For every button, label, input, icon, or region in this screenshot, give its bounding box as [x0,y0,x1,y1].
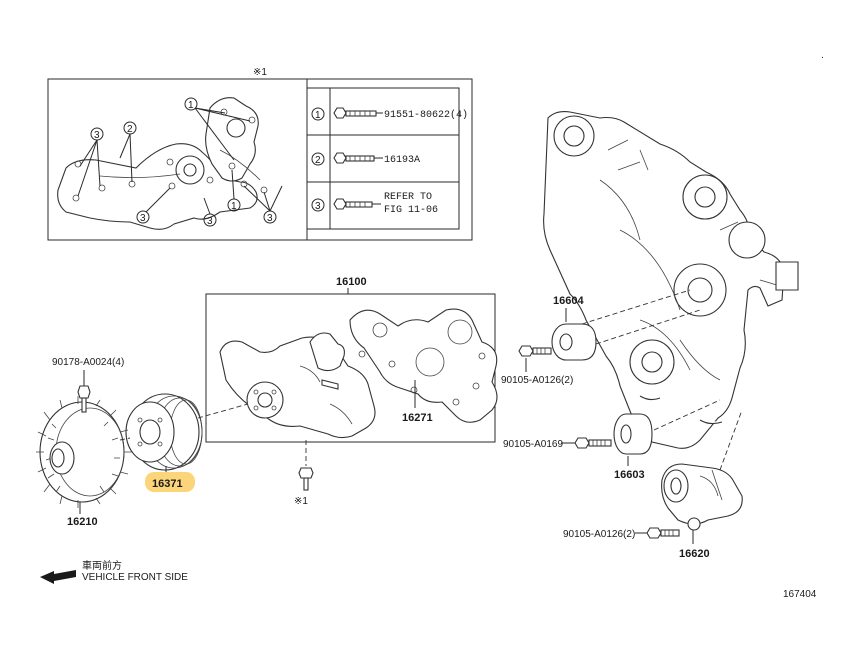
legend-text-3a: REFER TO [384,192,432,203]
fan-pulley-leader [119,437,131,441]
svg-text:3: 3 [140,213,146,224]
svg-text:2: 2 [315,155,321,166]
vehicle-front-indicator: 車両前方 VEHICLE FRONT SIDE [40,559,188,584]
legend-table [306,87,460,230]
pulley-pump-leader [197,403,249,419]
pulley-highlight [145,472,195,492]
inset-marker: ※1 [253,67,267,78]
idler-lower: 16603 [613,399,721,481]
bolt-upper-label: 90105-A0126(2) [501,375,573,386]
front-arrow-icon [40,570,76,584]
pump-bolt-note: ※1 [294,496,308,507]
front-label-en: VEHICLE FRONT SIDE [82,572,188,583]
bolt-lower-label: 90105-A0126(2) [563,529,635,540]
fan-clutch: 16210 [36,396,132,528]
fan-clutch-label: 16210 [67,516,98,528]
tensioner-label: 16620 [679,548,710,560]
kit-16100: 16100 16271 [205,276,498,443]
kit-label: 16100 [336,276,367,288]
legend-text-2: 16193A [384,155,420,166]
bolt-upper: 90105-A0126(2) [501,345,573,386]
svg-text:1: 1 [315,110,321,121]
svg-text:1: 1 [231,201,237,212]
legend-text-1: 91551-80622(4) [384,109,468,121]
svg-text:3: 3 [207,216,213,227]
fan-bolt-label: 90178-A0024(4) [52,357,124,368]
gasket [349,308,498,423]
idler-lower-label: 16603 [614,469,645,481]
legend-row-3: 3 REFER TO FIG 11-06 [311,192,438,216]
fan-bolt: 90178-A0024(4) [52,357,124,413]
pulley: 16371 [125,393,203,492]
svg-text:.: . [821,50,824,61]
bolt-mid-label: 90105-A0169 [503,439,563,450]
pulley-label: 16371 [152,478,183,490]
water-pump [219,332,376,439]
svg-text:2: 2 [127,124,133,135]
inset-frame [47,78,473,241]
timing-cover-outline [543,111,799,449]
inset-detail: ※1 1 91551-80622(4) 2 16193A [47,67,473,241]
legend-row-1: 1 91551-80622(4) [311,107,468,121]
idler-upper-label: 16604 [553,295,584,307]
idler-upper: 16604 [551,289,701,361]
figure-number: 167404 [783,589,817,600]
tensioner: 16620 [661,409,743,560]
legend-text-3b: FIG 11-06 [384,205,438,216]
gasket-label: 16271 [402,412,433,424]
svg-text:3: 3 [315,201,321,212]
front-label-jp: 車両前方 [82,559,122,572]
svg-text:1: 1 [188,100,194,111]
bolt-lower: 90105-A0126(2) [563,527,680,540]
bolt-mid: 90105-A0169 [503,437,612,450]
pump-bolt: ※1 [294,440,314,507]
inset-callouts: 1 2 3 3 3 1 3 [77,97,283,227]
legend-row-2: 2 16193A [311,152,420,166]
svg-text:3: 3 [267,213,273,224]
svg-text:3: 3 [94,130,100,141]
